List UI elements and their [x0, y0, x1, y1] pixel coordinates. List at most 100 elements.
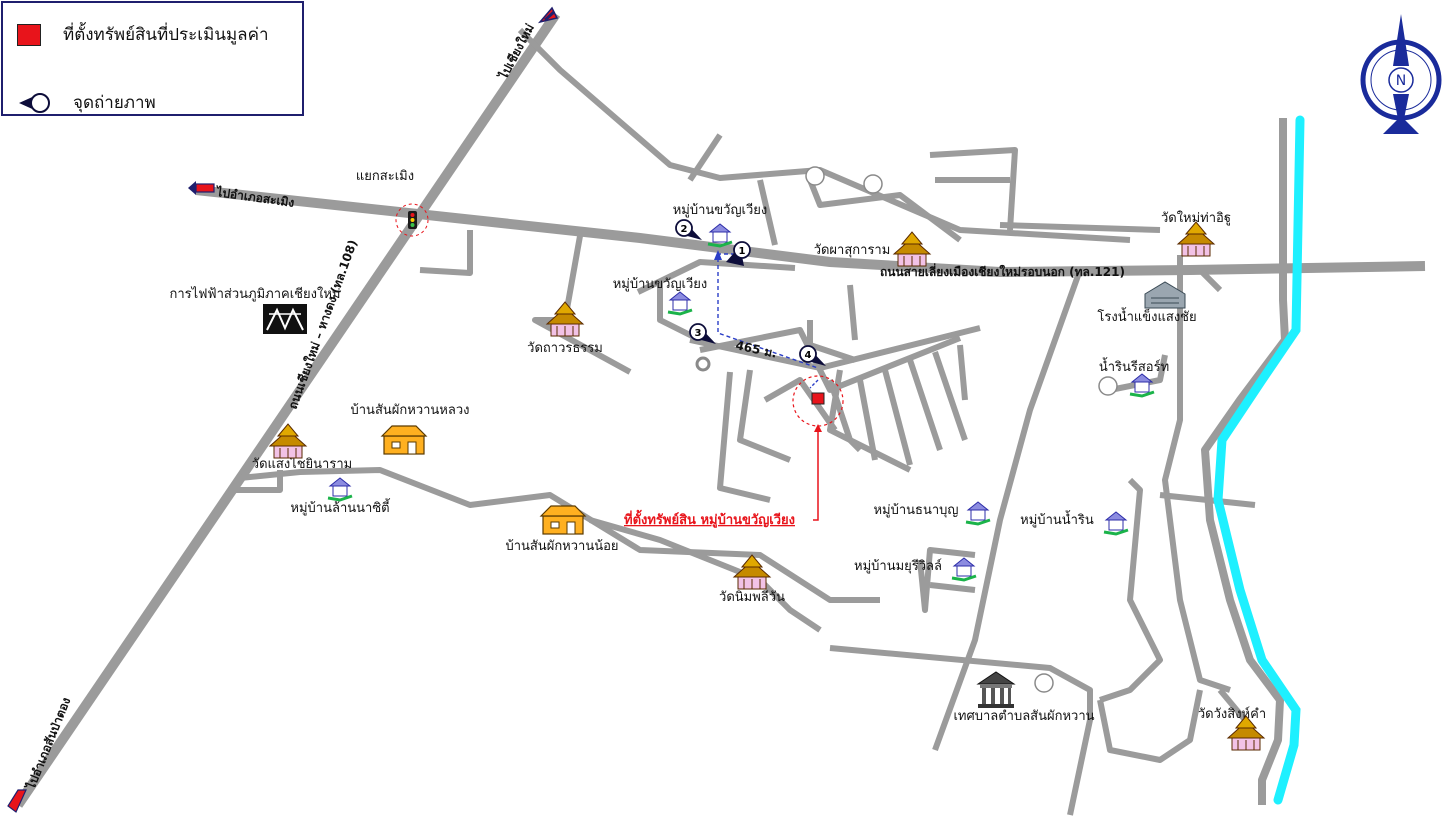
- place-label-moo-ban-nam-rin: หมู่บ้านน้ำริน: [1020, 510, 1094, 528]
- road-segment: [737, 369, 792, 463]
- house-icon: [539, 505, 587, 535]
- river-bank: [1201, 118, 1289, 805]
- property-caption: ที่ตั้งทรัพย์สิน หมู่บ้านขวัญเวียง: [624, 509, 795, 528]
- road-segment: [882, 369, 913, 466]
- arrow-to-chiang-mai-icon: [537, 6, 559, 24]
- place-label-moo-ban-lanna: หมู่บ้านล้านนาซิตี้: [290, 498, 390, 516]
- place-label-wat-saeng: วัดแสงไชยินาราม: [252, 456, 352, 472]
- roundabout-icon: [695, 356, 711, 372]
- road-segment: [1097, 689, 1203, 763]
- roundabout-icon: [863, 174, 883, 194]
- road-segment: [687, 133, 723, 182]
- road-segment: [1099, 477, 1163, 703]
- roundabout-icon: [805, 166, 825, 186]
- temple-icon: [1176, 221, 1216, 257]
- road-segment: [419, 230, 473, 276]
- road-segment: [757, 179, 778, 246]
- road-segment: [827, 369, 912, 473]
- temple-icon: [1226, 715, 1266, 751]
- property-square-icon: [17, 23, 41, 46]
- road-segment: [807, 320, 856, 363]
- photo-point-2: 2: [675, 219, 702, 240]
- arrow-to-san-pa-tong-icon: [7, 789, 27, 813]
- place-label-samoeng-junction: แยกสะเมิง: [356, 169, 414, 184]
- roundabout-icon: [1034, 673, 1054, 693]
- place-label-ice-factory: โรงน้ำแข็งแสงชัย: [1097, 307, 1196, 325]
- road-segment: [657, 282, 702, 343]
- photo-point-number: 4: [805, 350, 812, 361]
- traffic-light-icon: [395, 203, 429, 237]
- compass-letter: N: [1396, 73, 1406, 89]
- legend-photo-label: จุดถ่ายภาพ: [73, 93, 156, 113]
- temple-icon: [545, 301, 585, 337]
- roundabout-icon: [1098, 376, 1118, 396]
- temple-icon: [732, 554, 772, 590]
- road-segment: [1162, 255, 1231, 693]
- photo-point-number: 3: [695, 328, 702, 339]
- road-segment: [929, 582, 976, 593]
- road-segment: [999, 222, 1161, 233]
- road-segment: [1197, 267, 1223, 293]
- road-segment: [917, 547, 976, 613]
- road-segment: [929, 147, 1018, 231]
- place-label-tessaban: เทศบาลตำบลสันผักหวาน: [953, 709, 1094, 724]
- photo-point-4: 4: [799, 345, 826, 366]
- road-segment: [1217, 688, 1248, 722]
- road-segment: [589, 517, 822, 633]
- place-label-wat-nimit: วัดนิมพลีวัน: [719, 589, 785, 605]
- place-label-moo-ban-khwan-1: หมู่บ้านขวัญเวียง: [673, 202, 768, 218]
- road-segment: [763, 377, 838, 432]
- arrow-to-samoeng-icon: [188, 181, 215, 195]
- road-segment: [532, 235, 632, 375]
- road-segment: [239, 467, 880, 603]
- place-label-wat-pha: วัดผาสุการาม: [814, 243, 891, 258]
- power-office-icon: [263, 304, 307, 334]
- place-label-pea: การไฟฟ้าส่วนภูมิภาคเชียงใหม่: [170, 286, 341, 302]
- place-label-wat-tha-ichu: วัดใหม่ท่าอิฐู: [1161, 210, 1231, 226]
- place-label-baan-san-phak-wan-luang: บ้านสันผักหวานหลวง: [351, 403, 470, 418]
- road-segment: [847, 284, 858, 341]
- road-segment: [517, 27, 1131, 243]
- place-label-moo-ban-thana: หมู่บ้านธนาบุญ: [873, 503, 958, 518]
- village-icon: [667, 291, 693, 316]
- legend-row-photo: จุดถ่ายภาพ: [17, 89, 156, 116]
- place-label-nam-rin-resort: น้ำรินรีสอร์ท: [1099, 357, 1169, 375]
- road-segment: [907, 359, 943, 451]
- legend-row-property: ที่ตั้งทรัพย์สินที่ประเมินมูลค่า: [17, 21, 269, 48]
- road-network: [13, 11, 1426, 816]
- village-icon: [707, 223, 733, 248]
- road-segment: [932, 268, 1083, 752]
- photo-point-1: 1: [726, 241, 751, 266]
- label-highway-121: ถนนสายเลี่ยงเมืองเชียงใหม่รอบนอก (ทล.121…: [880, 263, 1125, 279]
- village-icon: [327, 477, 353, 502]
- temple-icon: [268, 423, 308, 459]
- road-segment: [13, 11, 561, 808]
- road-segment: [807, 178, 962, 243]
- photo-point-number: 2: [681, 224, 688, 235]
- map-legend: ที่ตั้งทรัพย์สินที่ประเมินมูลค่า จุดถ่าย…: [1, 1, 304, 116]
- house-icon: [380, 425, 428, 455]
- road-segment: [1109, 354, 1168, 393]
- property-marker: [792, 375, 844, 521]
- temple-icon: [892, 231, 932, 267]
- road-segment: [932, 351, 968, 441]
- factory-icon: [1144, 281, 1186, 309]
- legend-property-label: ที่ตั้งทรัพย์สินที่ประเมินมูลค่า: [63, 25, 269, 45]
- village-icon: [951, 557, 977, 582]
- place-label-moo-ban-khwan-2: หมู่บ้านขวัญเวียง: [613, 276, 708, 292]
- survey-route: [714, 250, 819, 389]
- river: [1213, 115, 1305, 805]
- compass-icon: N: [1360, 14, 1442, 134]
- road-segment: [857, 379, 878, 461]
- photo-point-3: 3: [689, 323, 716, 344]
- road-segment: [829, 645, 1093, 816]
- road-segment: [235, 470, 283, 493]
- government-office-icon: [976, 671, 1016, 708]
- place-label-moo-ban-maneerin: หมู่บ้านมยุรีวิลล์: [854, 558, 942, 574]
- road-segment: [195, 185, 1426, 277]
- village-icon: [1103, 511, 1129, 536]
- place-label-wat-thaworn: วัดถาวรธรรม: [527, 341, 603, 356]
- road-segment: [957, 344, 968, 401]
- road-segment: [717, 371, 771, 503]
